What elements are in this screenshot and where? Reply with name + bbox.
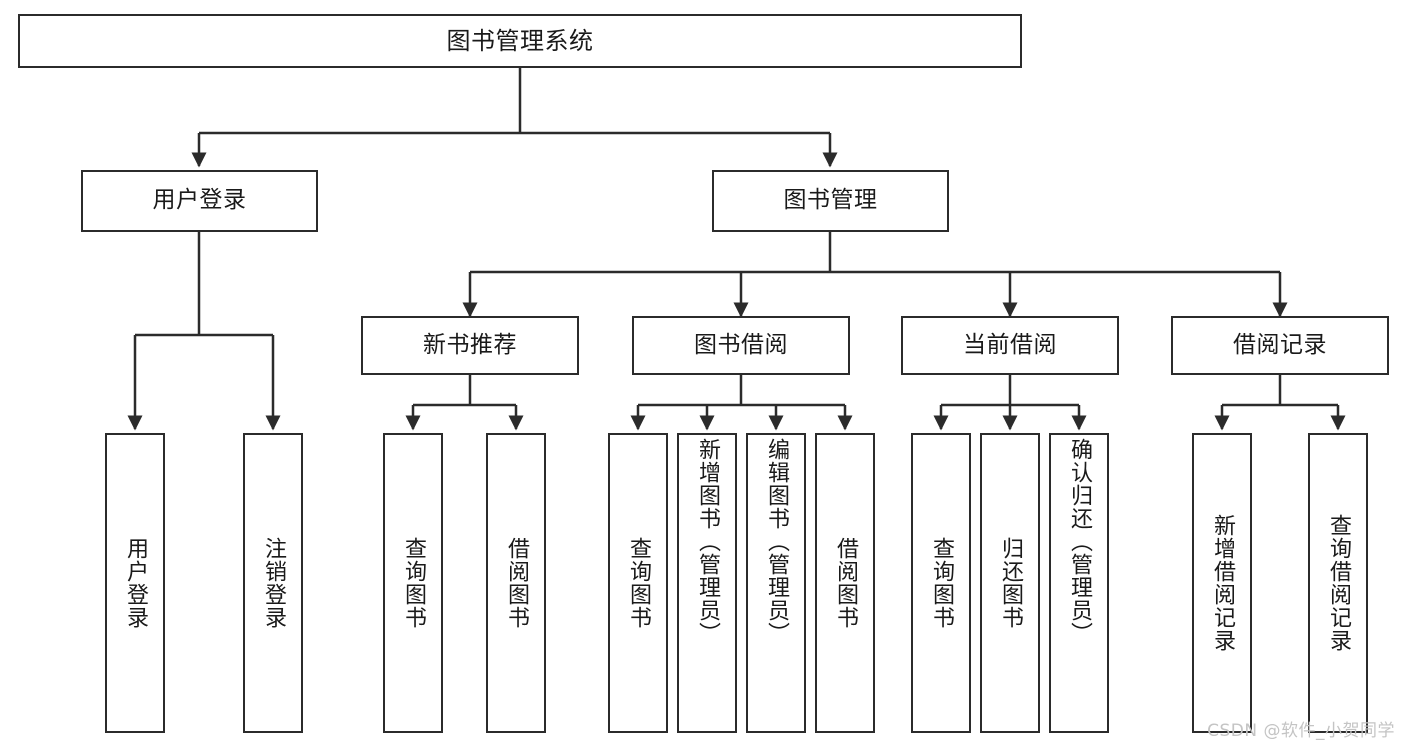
node-label: 用户登录 (152, 187, 247, 214)
node-label: 新增图书（管理员） (694, 438, 720, 645)
node-label: 新增借阅记录 (1209, 514, 1235, 652)
leaf-user-login-signin[interactable]: 用户登录 (105, 433, 165, 733)
node-borrowing-records[interactable]: 借阅记录 (1171, 316, 1389, 375)
node-label: 用户登录 (122, 537, 148, 629)
leaf-borrow-record-add-record[interactable]: 新增借阅记录 (1192, 433, 1252, 733)
node-label: 注销登录 (260, 537, 286, 629)
leaf-current-borrow-query-books[interactable]: 查询图书 (911, 433, 971, 733)
leaf-book-borrow-edit-book-admin[interactable]: 编辑图书（管理员） (746, 433, 806, 733)
node-label: 查询图书 (928, 537, 954, 629)
node-book-borrowing[interactable]: 图书借阅 (632, 316, 850, 375)
node-label: 新书推荐 (423, 331, 517, 358)
leaf-new-book-query-books[interactable]: 查询图书 (383, 433, 443, 733)
leaf-user-login-signout[interactable]: 注销登录 (243, 433, 303, 733)
leaf-current-borrow-confirm-return-admin[interactable]: 确认归还（管理员） (1049, 433, 1109, 733)
node-label: 归还图书 (997, 537, 1023, 629)
node-label: 当前借阅 (963, 331, 1057, 358)
node-label: 查询图书 (400, 537, 426, 629)
node-label: 确认归还（管理员） (1066, 438, 1092, 645)
node-label: 借阅记录 (1233, 331, 1327, 358)
leaf-book-borrow-add-book-admin[interactable]: 新增图书（管理员） (677, 433, 737, 733)
leaf-book-borrow-borrow-books[interactable]: 借阅图书 (815, 433, 875, 733)
node-label: 图书借阅 (694, 331, 788, 358)
leaf-new-book-borrow-books[interactable]: 借阅图书 (486, 433, 546, 733)
leaf-book-borrow-query-books[interactable]: 查询图书 (608, 433, 668, 733)
node-root-library-management-system[interactable]: 图书管理系统 (18, 14, 1022, 68)
leaf-borrow-record-query-record[interactable]: 查询借阅记录 (1308, 433, 1368, 733)
node-label: 查询图书 (625, 537, 651, 629)
node-user-login[interactable]: 用户登录 (81, 170, 318, 232)
node-new-book-recommendation[interactable]: 新书推荐 (361, 316, 579, 375)
node-label: 编辑图书（管理员） (763, 438, 789, 645)
node-label: 图书管理 (783, 187, 878, 214)
leaf-current-borrow-return-books[interactable]: 归还图书 (980, 433, 1040, 733)
node-label: 查询借阅记录 (1325, 514, 1351, 652)
node-current-borrowing[interactable]: 当前借阅 (901, 316, 1119, 375)
node-label: 借阅图书 (832, 537, 858, 629)
node-label: 借阅图书 (503, 537, 529, 629)
node-book-management[interactable]: 图书管理 (712, 170, 949, 232)
node-label: 图书管理系统 (446, 26, 594, 55)
